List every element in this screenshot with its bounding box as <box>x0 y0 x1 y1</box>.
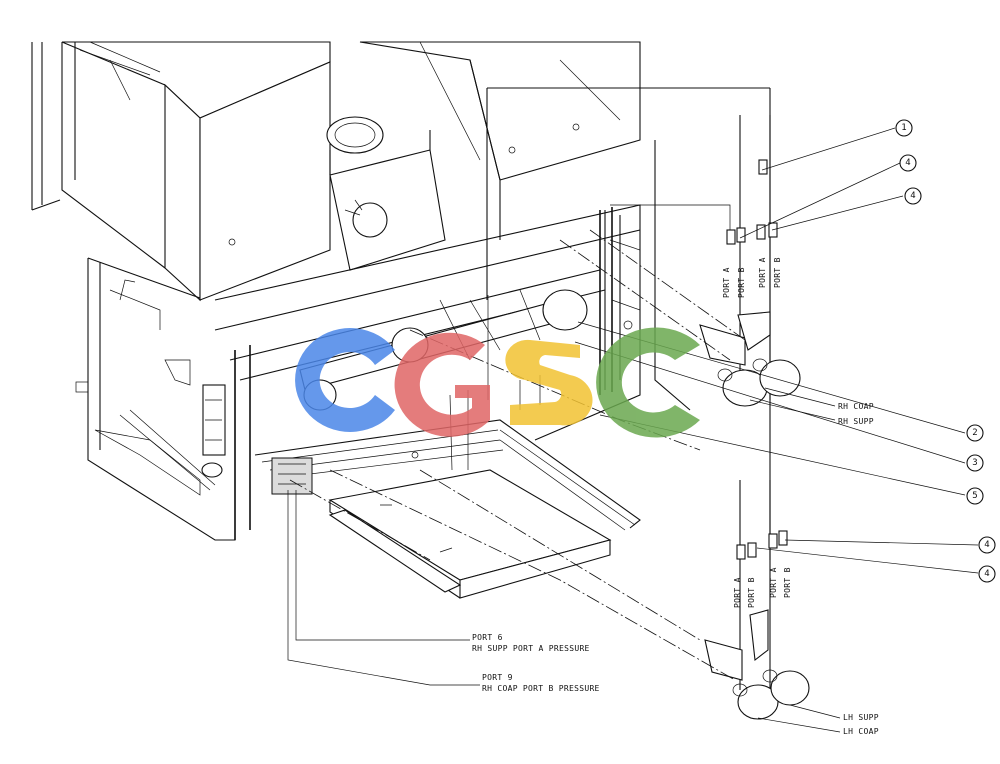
rh-supp-label: RH SUPP <box>838 417 874 426</box>
callout-4: 4 <box>904 187 922 205</box>
svg-text:1: 1 <box>901 123 906 133</box>
svg-text:2: 2 <box>972 428 977 438</box>
rh-coap-label: RH COAP <box>838 402 874 411</box>
callout-3: 3 <box>966 454 984 472</box>
cgsc-watermark <box>295 327 700 438</box>
port-a-label: PORT A <box>769 567 778 598</box>
lh-supp-label: LH SUPP <box>843 713 879 722</box>
port9-title: PORT 9 <box>482 673 513 682</box>
callout-4: 4 <box>978 536 996 554</box>
machine-assembly <box>31 41 771 599</box>
watermark-letter-c <box>295 328 395 432</box>
port-b-label: PORT B <box>737 267 746 298</box>
svg-text:4: 4 <box>905 158 910 168</box>
watermark-letter-g <box>394 332 490 437</box>
callout-4: 4 <box>978 565 996 583</box>
hose-routing-lines <box>289 229 746 681</box>
watermark-letter-c <box>596 327 700 438</box>
svg-text:5: 5 <box>972 491 977 501</box>
port-b-label: PORT B <box>747 577 756 608</box>
callout-5: 5 <box>966 487 984 505</box>
port6-title: PORT 6 <box>472 633 503 642</box>
svg-text:4: 4 <box>984 540 989 550</box>
watermark-letter-s <box>505 339 593 426</box>
callout-1: 1 <box>895 119 913 137</box>
callout-4: 4 <box>899 154 917 172</box>
port-a-label: PORT A <box>733 577 742 608</box>
port-a-label: PORT A <box>722 267 731 298</box>
svg-text:3: 3 <box>972 458 977 468</box>
svg-text:4: 4 <box>984 569 989 579</box>
svg-text:4: 4 <box>910 191 915 201</box>
port-b-label: PORT B <box>773 257 782 288</box>
port-b-label: PORT B <box>783 567 792 598</box>
lh-coap-label: LH COAP <box>843 727 879 736</box>
rh-cylinder-assembly <box>654 115 801 411</box>
lh-cylinder-assembly <box>704 480 810 720</box>
port6-description: RH SUPP PORT A PRESSURE <box>472 644 590 653</box>
port9-description: RH COAP PORT B PRESSURE <box>482 684 600 693</box>
callout-2: 2 <box>966 424 984 442</box>
port-a-label: PORT A <box>758 257 767 288</box>
leader-lines <box>287 127 979 733</box>
